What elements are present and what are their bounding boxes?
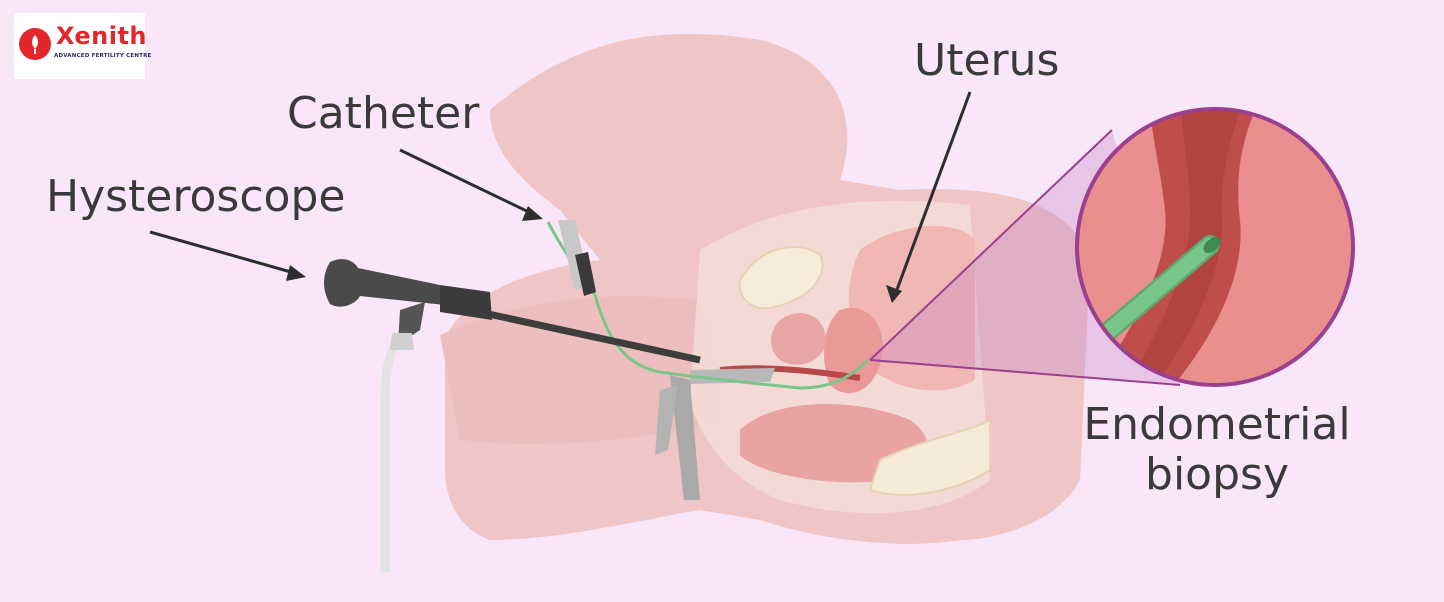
catheter-hub: [558, 220, 596, 296]
label-hysteroscope: Hysteroscope: [46, 171, 346, 222]
bladder: [771, 312, 826, 365]
speculum-side: [655, 385, 678, 455]
speculum: [655, 368, 775, 500]
label-catheter: Catheter: [287, 88, 480, 139]
hysteroscope-eyepiece: [324, 259, 445, 307]
catheter-connector: [575, 252, 596, 296]
label-endometrial-line2: biopsy: [1145, 449, 1289, 500]
thigh-shape: [440, 296, 720, 444]
uterus-arrowhead: [886, 285, 902, 303]
hysteroscope-instrument: [324, 259, 701, 572]
speculum-handle: [670, 375, 700, 500]
hysteroscope-pointer-line: [149, 230, 299, 276]
logo-emblem-icon: [19, 28, 51, 60]
fluid-tube-connector: [390, 333, 414, 350]
catheter-pointer-line: [399, 148, 536, 217]
logo-tagline: ADVANCED FERTILITY CENTRE: [54, 53, 152, 59]
label-endometrial-biopsy: Endometrial biopsy: [1082, 400, 1352, 500]
magnifier-edge-top: [869, 129, 1113, 361]
hysteroscope-arrowhead: [286, 265, 306, 281]
hysteroscope-shaft: [469, 306, 701, 364]
magnifier-edge-bottom: [869, 359, 1181, 386]
uterus-pointer-line: [893, 91, 972, 296]
catheter-tip: [1102, 237, 1218, 338]
magnifier-ring: [1075, 107, 1355, 387]
logo-name: Xenith: [56, 22, 148, 50]
bone-upper: [738, 246, 824, 310]
pointer-arrows: [149, 91, 972, 303]
label-uterus: Uterus: [914, 35, 1060, 86]
xenith-logo: Xenith ADVANCED FERTILITY CENTRE: [14, 13, 151, 79]
uterine-cavity: [1130, 109, 1245, 380]
magnifier-detail: [1075, 107, 1355, 387]
cervix: [824, 308, 883, 394]
bone-lower: [868, 418, 991, 496]
fluid-tube: [380, 337, 402, 572]
catheter-arrowhead: [522, 206, 543, 221]
catheter-opening: [1203, 237, 1221, 253]
hysteroscope-body: [440, 285, 492, 320]
label-endometrial-line1: Endometrial: [1083, 399, 1351, 450]
